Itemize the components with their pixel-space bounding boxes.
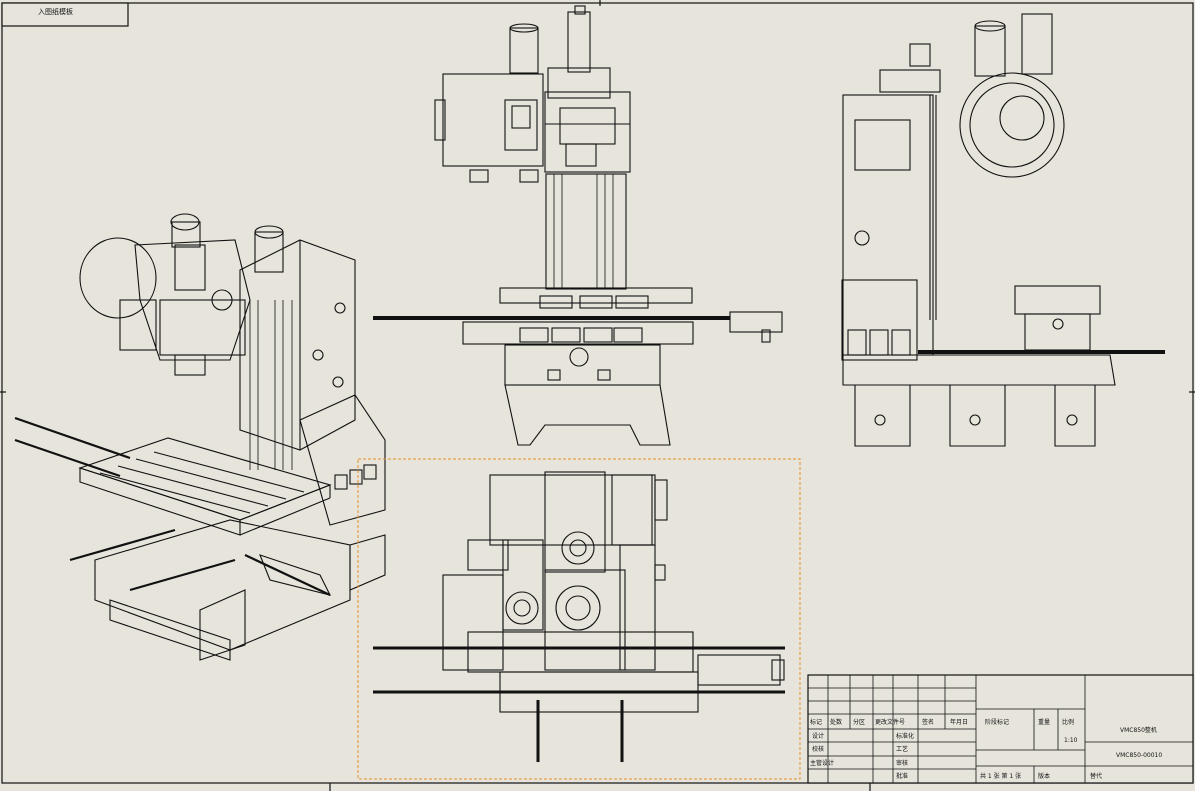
label-stage: 阶段标记 xyxy=(985,718,1009,726)
isometric-view[interactable] xyxy=(14,213,386,661)
label-weight: 重量 xyxy=(1038,718,1050,726)
hdr-zone: 分区 xyxy=(853,718,865,726)
label-process: 工艺 xyxy=(896,745,908,753)
label-approve: 批准 xyxy=(896,772,908,780)
scale-value: 1:10 xyxy=(1064,737,1078,744)
title-block[interactable]: 标记 处数 分区 更改文件号 签名 年月日 设计 校核 主管设计 标准化 工艺 … xyxy=(807,674,1194,784)
top-view[interactable] xyxy=(357,458,801,780)
selection-box xyxy=(357,458,801,780)
side-view[interactable] xyxy=(841,13,1165,447)
label-standard: 标准化 xyxy=(896,732,914,740)
label-scale: 比例 xyxy=(1062,718,1074,726)
hdr-count: 处数 xyxy=(830,718,842,726)
label-version: 版本 xyxy=(1038,772,1050,780)
hdr-mark: 标记 xyxy=(810,718,822,726)
role-check: 校核 xyxy=(812,745,824,753)
front-view[interactable] xyxy=(373,5,783,446)
label-review: 审核 xyxy=(896,759,908,767)
drawing-number: VMC850-00010 xyxy=(1116,752,1162,759)
sheet-count: 共 1 张 第 1 张 xyxy=(980,772,1021,780)
corner-tab: 入图纸模板 xyxy=(1,2,129,27)
part-name: VMC850整机 xyxy=(1120,726,1157,734)
hdr-date: 年月日 xyxy=(950,718,968,726)
hdr-signature: 签名 xyxy=(922,718,934,726)
hdr-change-doc: 更改文件号 xyxy=(875,718,905,726)
role-design: 设计 xyxy=(812,732,824,740)
corner-tab-label: 入图纸模板 xyxy=(38,7,73,16)
label-replace: 替代 xyxy=(1090,772,1102,780)
role-chief: 主管设计 xyxy=(810,759,834,767)
